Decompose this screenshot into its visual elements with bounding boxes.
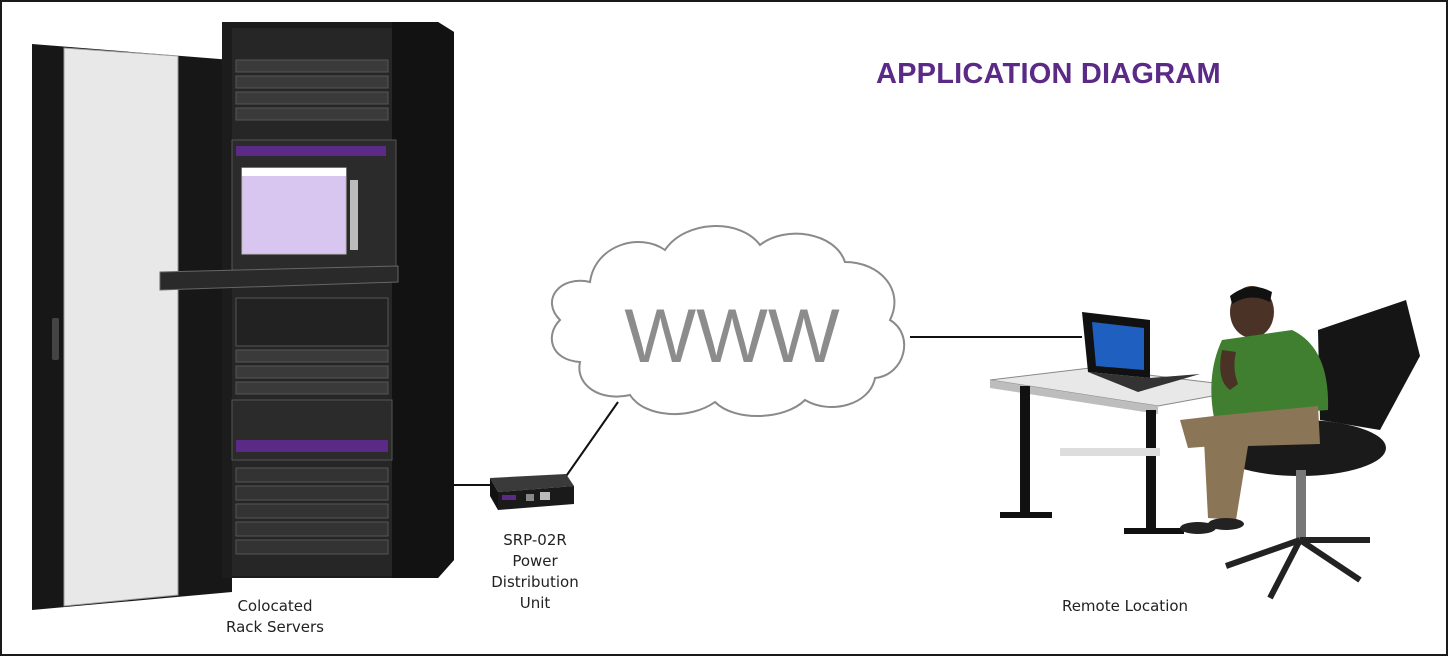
pdu-label-line-4: Unit: [519, 594, 551, 612]
laptop-screen: [1092, 322, 1144, 370]
rack-door-perforated-panel: [64, 48, 178, 606]
pdu-label-line-2: Power: [512, 552, 558, 570]
diagram-title: APPLICATION DIAGRAM: [876, 58, 1221, 90]
kvm-monitor-screen: [241, 167, 347, 255]
remote-location-label: Remote Location: [1061, 597, 1189, 615]
pdu-label-line-3: Distribution: [491, 573, 579, 591]
chair-back: [1318, 300, 1420, 430]
internet-cloud: WWW: [550, 225, 906, 418]
pdu-label: SRP-02R Power Distribution Unit: [480, 530, 590, 614]
cloud-label: WWW: [624, 294, 839, 379]
rack-label-line-1: Colocated: [237, 597, 313, 615]
rack-label: Colocated Rack Servers: [195, 596, 355, 638]
door-handle: [52, 318, 59, 360]
kvm-keyboard-tray: [159, 265, 399, 291]
laptop-base: [1088, 372, 1200, 392]
pdu-to-cloud-line: [561, 401, 619, 483]
pdu-device: [490, 474, 574, 510]
remote-workstation: [989, 286, 1420, 600]
person-shirt: [1211, 330, 1329, 418]
server-rack: [32, 22, 454, 610]
top-switch-units: [235, 59, 389, 121]
storage-units: [235, 467, 389, 555]
person-pants: [1204, 406, 1320, 520]
rack-label-line-2: Rack Servers: [226, 618, 324, 636]
pdu-label-line-1: SRP-02R: [503, 531, 567, 549]
